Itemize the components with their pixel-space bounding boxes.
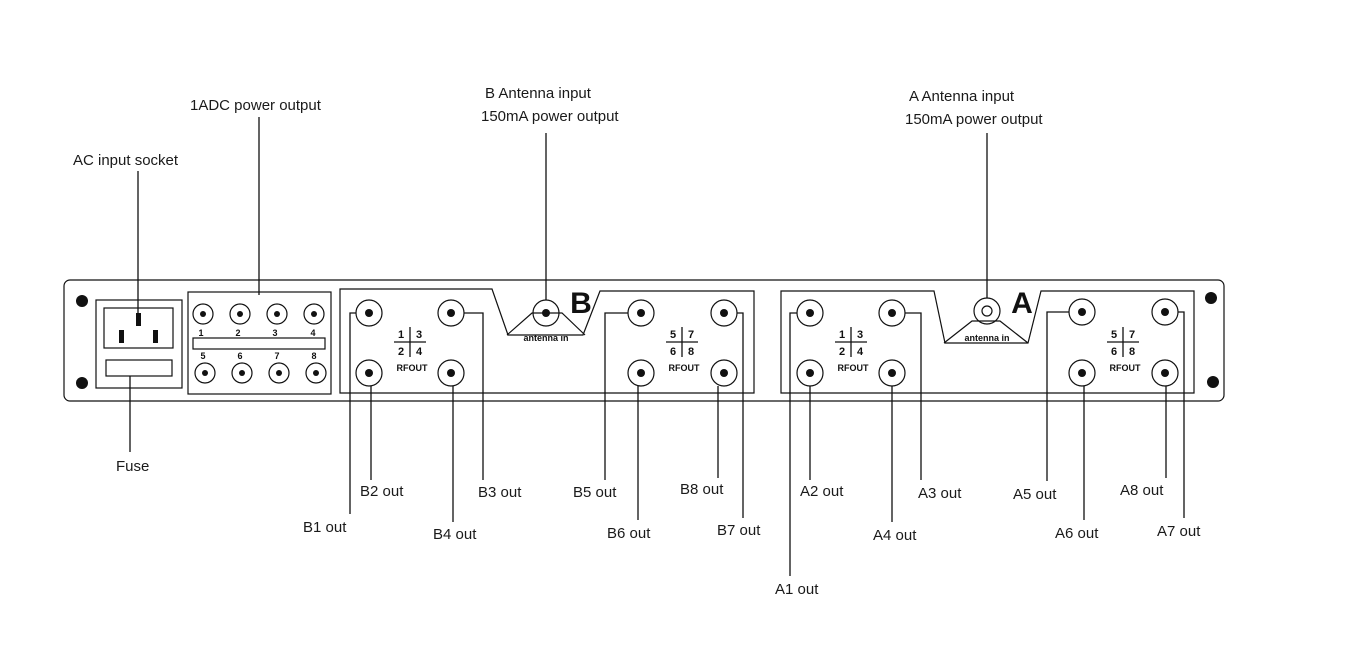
- leader-b7: [737, 312, 744, 518]
- leader-a1: [789, 312, 797, 576]
- dc-output-strip: [192, 337, 326, 350]
- label-b-antenna-line2: 150mA power output: [481, 108, 619, 125]
- leader-a5: [1046, 311, 1069, 481]
- dc-connectors-top: [192, 303, 325, 325]
- label-b5-out: B5 out: [573, 484, 617, 501]
- a-antenna-connector: [973, 297, 1001, 325]
- dc-num-3: 3: [272, 328, 277, 338]
- b-grid-right-8: 8: [688, 346, 694, 358]
- dc-num-2: 2: [235, 328, 240, 338]
- a-grid-left-3: 3: [857, 329, 863, 341]
- b-group-frame: [339, 288, 755, 394]
- label-a3-out: A3 out: [918, 485, 962, 502]
- b-grid-left-2: 2: [398, 346, 404, 358]
- leader-b1: [349, 312, 356, 514]
- mount-hole-bottom-left: [76, 377, 88, 389]
- label-a-antenna-line2: 150mA power output: [905, 111, 1043, 128]
- b-grid-right-5: 5: [670, 329, 676, 341]
- label-a6-out: A6 out: [1055, 525, 1099, 542]
- ac-module-frame: [95, 299, 183, 389]
- b-grid-left-3: 3: [416, 329, 422, 341]
- label-a-antenna-line1: A Antenna input: [909, 88, 1015, 105]
- b-rfout-right: RFOUT: [669, 363, 700, 373]
- b-grid-left-1: 1: [398, 329, 404, 341]
- fuse-holder: [105, 359, 173, 377]
- b-rfout-left: RFOUT: [397, 363, 428, 373]
- dc-num-8: 8: [311, 351, 316, 361]
- leader-b3: [464, 312, 484, 480]
- label-b3-out: B3 out: [478, 484, 522, 501]
- group-a-letter: A: [1011, 287, 1033, 320]
- label-fuse: Fuse: [116, 458, 149, 475]
- a-grid-right-7: 7: [1129, 329, 1135, 341]
- a-grid-left-4: 4: [857, 346, 864, 358]
- a-antenna-in-label: antenna in: [964, 333, 1009, 343]
- mount-hole-top-right: [1205, 292, 1217, 304]
- label-b-antenna-line1: B Antenna input: [485, 85, 592, 102]
- b-grid-right-6: 6: [670, 346, 676, 358]
- dc-num-4: 4: [310, 328, 315, 338]
- dc-output-frame: [187, 291, 332, 395]
- label-b2-out: B2 out: [360, 483, 404, 500]
- label-b1-out: B1 out: [303, 519, 347, 536]
- label-b4-out: B4 out: [433, 526, 477, 543]
- label-a2-out: A2 out: [800, 483, 844, 500]
- leader-a7: [1178, 311, 1185, 518]
- label-ac-input-socket: AC input socket: [73, 152, 179, 169]
- a-grid-left-1: 1: [839, 329, 845, 341]
- a-rfout-left: RFOUT: [838, 363, 869, 373]
- b-rf-connectors: [355, 299, 738, 387]
- label-a8-out: A8 out: [1120, 482, 1164, 499]
- leader-a3: [905, 312, 922, 480]
- a-grid-right-8: 8: [1129, 346, 1135, 358]
- mount-hole-bottom-right: [1207, 376, 1219, 388]
- label-a5-out: A5 out: [1013, 486, 1057, 503]
- dc-num-7: 7: [274, 351, 279, 361]
- label-b8-out: B8 out: [680, 481, 724, 498]
- a-antenna-wedge: [943, 320, 1029, 344]
- label-dc-power-output: 1ADC power output: [190, 97, 322, 114]
- b-grid-left-4: 4: [416, 346, 423, 358]
- b-antenna-pin: [542, 309, 550, 317]
- a-rfout-right: RFOUT: [1110, 363, 1141, 373]
- dc-num-6: 6: [237, 351, 242, 361]
- a-antenna-pin: [981, 305, 993, 317]
- label-b7-out: B7 out: [717, 522, 761, 539]
- a-group-frame: [780, 290, 1195, 394]
- b-antenna-in-label: antenna in: [523, 333, 568, 343]
- label-a7-out: A7 out: [1157, 523, 1201, 540]
- dc-num-5: 5: [200, 351, 205, 361]
- chassis-outline: [63, 279, 1225, 402]
- dc-num-1: 1: [198, 328, 203, 338]
- label-a1-out: A1 out: [775, 581, 819, 598]
- group-b-letter: B: [570, 287, 592, 320]
- label-b6-out: B6 out: [607, 525, 651, 542]
- dc-connectors-bottom: [194, 362, 327, 384]
- a-grid-right-6: 6: [1111, 346, 1117, 358]
- leader-b5: [604, 312, 628, 480]
- label-a4-out: A4 out: [873, 527, 917, 544]
- ac-pin-right: [153, 330, 158, 343]
- b-grid-right-7: 7: [688, 329, 694, 341]
- a-grid-right-5: 5: [1111, 329, 1117, 341]
- ac-pin-left: [119, 330, 124, 343]
- a-grid-left-2: 2: [839, 346, 845, 358]
- mount-hole-top-left: [76, 295, 88, 307]
